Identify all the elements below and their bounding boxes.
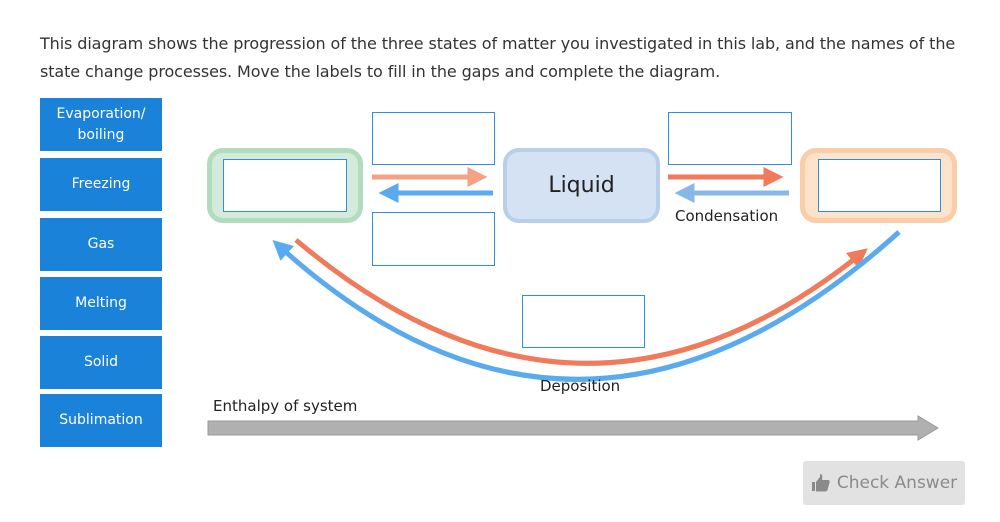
drop-zone-solid-to-gas[interactable]	[522, 295, 645, 348]
drop-zone-left-state[interactable]	[223, 159, 347, 212]
drag-label-evaporation[interactable]: Evaporation/ boiling	[40, 98, 162, 151]
drag-label-sublimation[interactable]: Sublimation	[40, 394, 162, 447]
drop-zone-liquid-to-solid[interactable]	[372, 212, 495, 266]
enthalpy-axis-arrow	[207, 415, 939, 441]
drag-label-freezing[interactable]: Freezing	[40, 158, 162, 211]
check-answer-label: Check Answer	[836, 473, 958, 493]
thumbs-up-icon	[811, 474, 830, 492]
check-answer-button[interactable]: Check Answer	[803, 461, 965, 505]
state-label-liquid: Liquid	[548, 173, 615, 198]
drop-zone-liquid-to-gas[interactable]	[668, 112, 792, 165]
drag-label-solid[interactable]: Solid	[40, 336, 162, 389]
label-condensation: Condensation	[675, 207, 779, 225]
drop-zone-right-state[interactable]	[818, 159, 941, 212]
drop-zone-solid-to-liquid[interactable]	[372, 112, 495, 165]
label-enthalpy-axis: Enthalpy of system	[213, 397, 358, 415]
label-deposition: Deposition	[540, 377, 621, 395]
drag-label-gas[interactable]: Gas	[40, 218, 162, 271]
state-box-liquid: Liquid	[503, 148, 660, 223]
drag-label-melting[interactable]: Melting	[40, 277, 162, 330]
instructions-text: This diagram shows the progression of th…	[40, 34, 956, 81]
